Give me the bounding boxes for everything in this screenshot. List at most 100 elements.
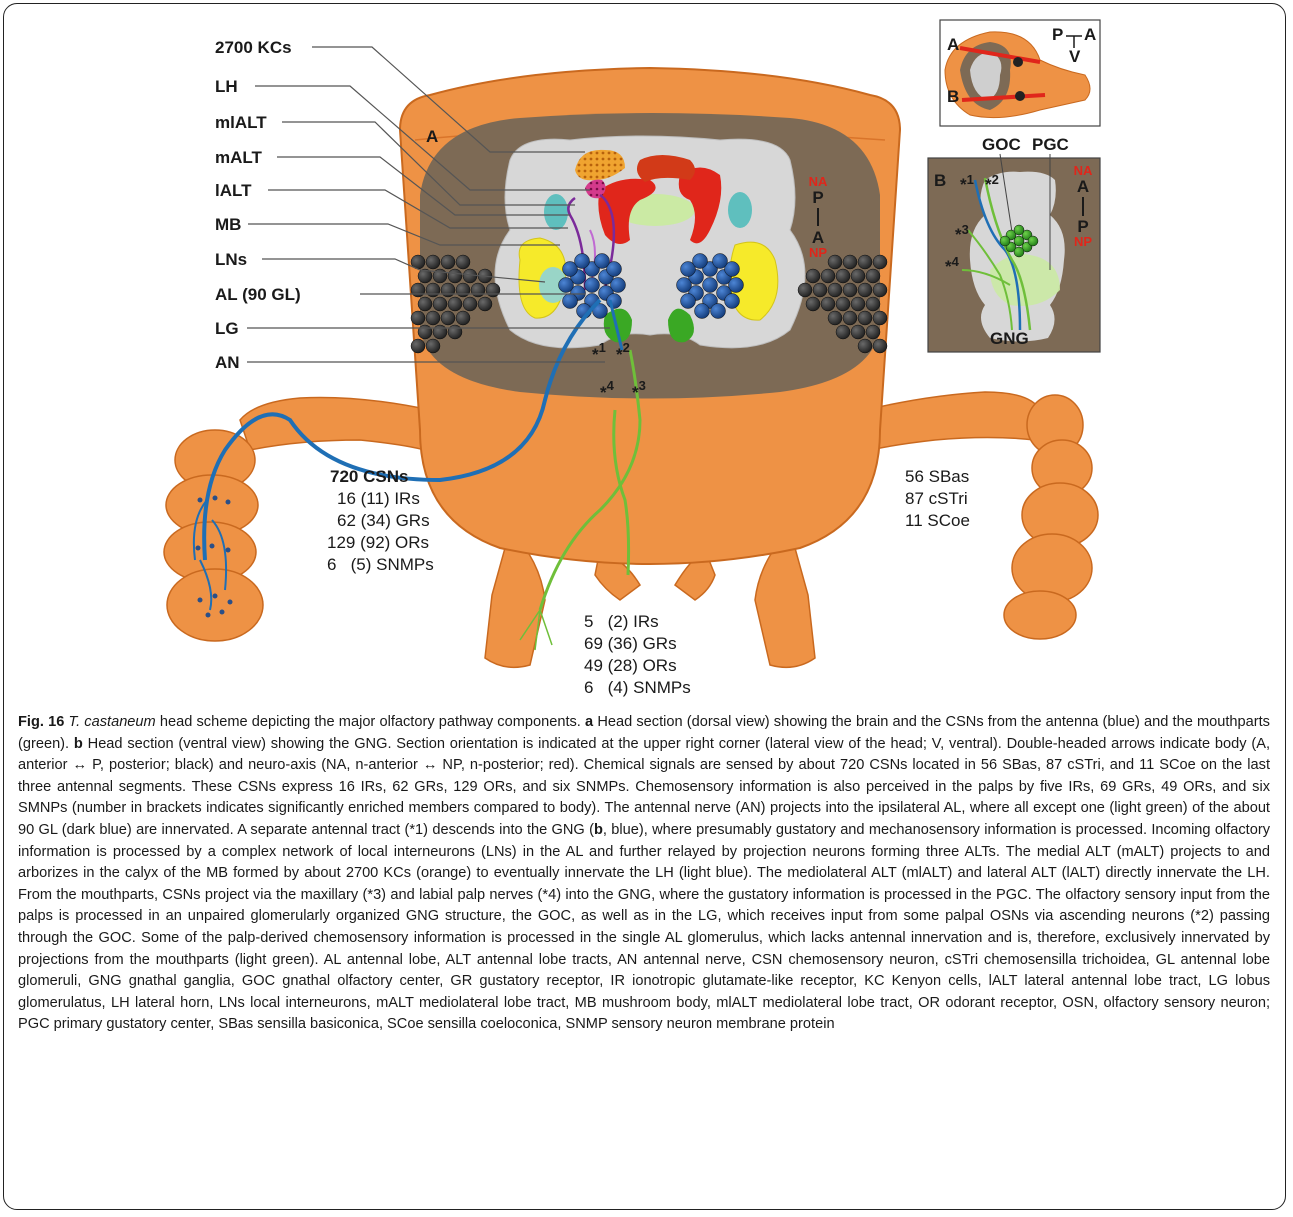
svg-text:P: P <box>1052 25 1063 44</box>
svg-text:B: B <box>947 87 959 106</box>
right-antenna <box>862 392 1098 639</box>
ommatidium <box>486 283 500 297</box>
label-lalt: lALT <box>215 181 252 200</box>
ommatidium <box>806 297 820 311</box>
ommatidium <box>858 283 872 297</box>
ommatidium <box>456 311 470 325</box>
svg-text:V: V <box>1069 47 1081 66</box>
ommatidium <box>456 283 470 297</box>
label-lh: LH <box>215 77 238 96</box>
svg-text:NP: NP <box>1074 234 1092 249</box>
ommatidium <box>813 283 827 297</box>
csn-total: 720 CSNs <box>330 467 408 486</box>
ommatidium <box>463 297 477 311</box>
label-an: AN <box>215 353 240 372</box>
species-name: T. castaneum <box>69 714 156 730</box>
glomerulus <box>575 254 590 269</box>
svg-text:69 (36) GRs: 69 (36) GRs <box>584 634 677 653</box>
ommatidium <box>873 311 887 325</box>
svg-text:A: A <box>947 35 959 54</box>
ommatidium <box>456 255 470 269</box>
svg-text:49 (28) ORs: 49 (28) ORs <box>584 656 677 675</box>
svg-text:6 (4) SNMPs: 6 (4) SNMPs <box>584 678 691 697</box>
glomerulus <box>695 304 710 319</box>
ommatidium <box>873 255 887 269</box>
svg-text:129 (92) ORs: 129 (92) ORs <box>327 533 429 552</box>
antenna-counts: 720 CSNs 16 (11) IRs 62 (34) GRs 129 (92… <box>327 467 434 574</box>
glomerulus <box>713 254 728 269</box>
sensilla-counts: 56 SBas 87 cSTri 11 SCoe <box>905 467 970 530</box>
panel-b-gng: GOC PGC B NA A P NP *1 *2 *3 *4 GNG <box>928 135 1100 352</box>
ommatidium <box>828 311 842 325</box>
ommatidium <box>843 311 857 325</box>
ommatidium <box>866 325 880 339</box>
svg-text:NA: NA <box>1074 163 1093 178</box>
glomerulus <box>729 278 744 293</box>
ommatidium <box>426 283 440 297</box>
label-lns: LNs <box>215 250 247 269</box>
ommatidium <box>836 325 850 339</box>
ommatidium <box>858 311 872 325</box>
ommatidium <box>411 339 425 353</box>
ommatidium <box>858 339 872 353</box>
goc-glomerulus <box>1028 236 1038 246</box>
glomerulus <box>559 278 574 293</box>
palp-counts: 5 (2) IRs 69 (36) GRs 49 (28) ORs 6 (4) … <box>584 612 691 697</box>
ommatidium <box>411 283 425 297</box>
ommatidium <box>836 269 850 283</box>
ommatidium <box>866 297 880 311</box>
panel-b-letter: B <box>934 171 946 190</box>
label-mb: MB <box>215 215 241 234</box>
lateral-view-inset: A B P A V <box>940 20 1100 126</box>
goc-glomerulus <box>1000 236 1010 246</box>
ommatidium <box>418 325 432 339</box>
glomerulus <box>595 254 610 269</box>
ommatidium <box>441 283 455 297</box>
glomerulus <box>681 294 696 309</box>
goc-glomerulus <box>1014 247 1024 257</box>
glomerulus <box>563 294 578 309</box>
ommatidium <box>463 269 477 283</box>
ommatidium <box>873 339 887 353</box>
ommatidium <box>821 297 835 311</box>
panel-a-letter: A <box>426 127 438 146</box>
pgc-label: PGC <box>1032 135 1069 154</box>
ommatidium <box>851 325 865 339</box>
ommatidium <box>858 255 872 269</box>
ommatidium <box>828 255 842 269</box>
ommatidium <box>798 283 812 297</box>
label-lg: LG <box>215 319 239 338</box>
goc-glomerulus <box>1014 225 1024 235</box>
ommatidium <box>873 283 887 297</box>
glomerulus <box>711 304 726 319</box>
glomerulus <box>725 294 740 309</box>
glomerulus <box>693 254 708 269</box>
svg-text:6 (5) SNMPs: 6 (5) SNMPs <box>327 555 434 574</box>
ommatidium <box>866 269 880 283</box>
goc-label: GOC <box>982 135 1021 154</box>
lateral-horn-left <box>544 194 568 230</box>
ommatidium <box>433 297 447 311</box>
label-mlalt: mlALT <box>215 113 267 132</box>
head-capsule <box>400 68 900 564</box>
ommatidium <box>441 311 455 325</box>
svg-text:16 (11) IRs: 16 (11) IRs <box>337 489 420 508</box>
ommatidium <box>433 325 447 339</box>
svg-text:56 SBas: 56 SBas <box>905 467 969 486</box>
svg-text:A: A <box>1077 177 1089 196</box>
ommatidium <box>471 283 485 297</box>
svg-text:NA: NA <box>809 174 828 189</box>
lateral-horn-right <box>728 192 752 228</box>
ommatidium <box>418 297 432 311</box>
ommatidium <box>426 311 440 325</box>
ommatidium <box>828 283 842 297</box>
glomerulus <box>585 278 600 293</box>
svg-text:87 cSTri: 87 cSTri <box>905 489 968 508</box>
ommatidium <box>411 311 425 325</box>
label-kcs: 2700 KCs <box>215 38 292 57</box>
svg-text:NP: NP <box>809 245 827 260</box>
svg-text:11 SCoe: 11 SCoe <box>905 511 970 530</box>
ommatidium <box>836 297 850 311</box>
ommatidium <box>851 269 865 283</box>
svg-text:P: P <box>812 188 823 207</box>
